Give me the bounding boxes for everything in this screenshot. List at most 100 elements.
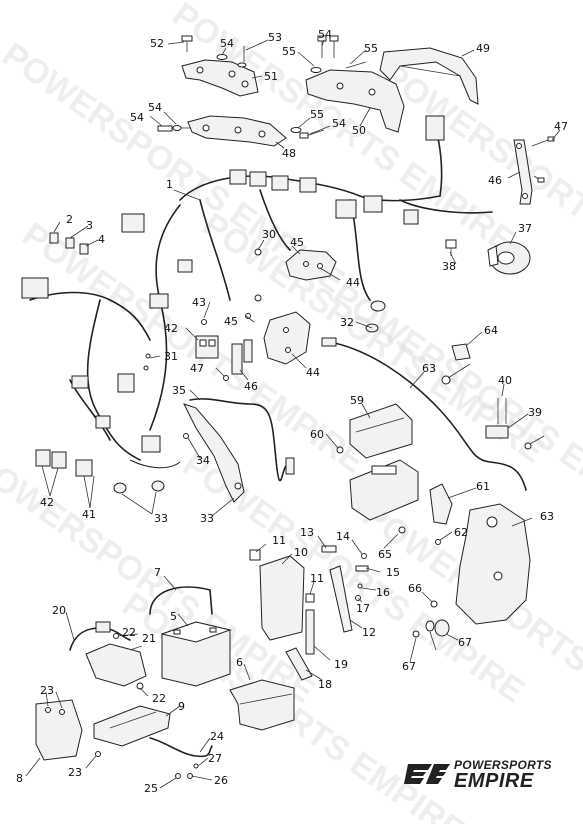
callout-1: 1: [166, 178, 173, 191]
callout-17: 17: [356, 602, 370, 615]
callout-55: 55: [282, 45, 296, 58]
part-34-horn: [487, 241, 531, 275]
callout-55: 55: [364, 42, 378, 55]
callout-34: 37: [518, 222, 532, 235]
callout-59: 62: [454, 526, 468, 539]
part-60-cover: [455, 503, 531, 625]
part-44-bracket: [223, 339, 253, 381]
callout-65: 67: [458, 636, 472, 649]
callout-55: 55: [310, 108, 324, 121]
callout-47: 45: [290, 236, 304, 249]
callout-54: 54: [130, 111, 144, 124]
callout-labels: 52 54 53 51 54 54 48 55 54 54 55 55 49 5…: [16, 28, 568, 795]
part-31-bracket: [183, 403, 245, 503]
callout-10: 10: [294, 546, 308, 559]
callout-25: 25: [144, 782, 158, 795]
part-6-tray: [229, 679, 295, 731]
callout-6: 6: [236, 656, 243, 669]
callout-43: 45: [224, 315, 238, 328]
part-8-bracket: [35, 699, 101, 761]
callout-60: 63: [540, 510, 554, 523]
callout-8: 8: [16, 772, 23, 785]
callout-23: 23: [68, 766, 82, 779]
callout-45: 47: [190, 362, 204, 375]
callout-58: 61: [476, 480, 490, 493]
part-10-holder: [249, 549, 315, 641]
part-39-relay: [35, 449, 67, 469]
callout-64: 67: [402, 660, 416, 673]
part-61-lead: [321, 337, 527, 491]
brand-logo: POWERSPORTS EMPIRE: [404, 756, 564, 792]
callout-11: 11: [272, 534, 286, 547]
callout-26: 26: [214, 774, 228, 787]
callout-5: 5: [170, 610, 177, 623]
callout-48: 46: [488, 174, 502, 187]
callout-54: 53: [268, 31, 282, 44]
part-7-strap: [149, 586, 213, 615]
callout-12: 12: [362, 626, 376, 639]
part-50-bracket: [157, 115, 325, 147]
callout-44: 46: [244, 380, 258, 393]
callout-16: 16: [376, 586, 390, 599]
callout-51: 49: [476, 42, 490, 55]
part-28-screw: [245, 248, 262, 319]
parts-layer: [21, 35, 555, 779]
callout-15: 15: [386, 566, 400, 579]
part-36-sensor: [485, 398, 532, 450]
callout-56: 59: [350, 394, 364, 407]
callout-28: 30: [262, 228, 276, 241]
part-42-bracket: [263, 311, 311, 365]
callout-2: 2: [66, 213, 73, 226]
part-40-relay: [143, 319, 219, 371]
callout-46: 44: [346, 276, 360, 289]
part-58-bracket: [398, 483, 453, 545]
callout-9: 9: [178, 700, 185, 713]
callout-14: 14: [336, 530, 350, 543]
part-51-cover: [379, 47, 479, 105]
callout-54: 54: [318, 28, 332, 41]
callout-63: 66: [408, 582, 422, 595]
callout-54: 52: [150, 37, 164, 50]
callout-53: 51: [264, 70, 278, 83]
callout-50: 48: [282, 147, 296, 160]
brand-logo-line1: POWERSPORTS: [454, 758, 552, 772]
callout-61: 63: [422, 362, 436, 375]
callout-38: 41: [82, 508, 96, 521]
part-64-65-66-fasteners: [412, 600, 450, 638]
callout-55: 54: [148, 101, 162, 114]
callout-22: 22: [152, 692, 166, 705]
callout-22: 22: [122, 626, 136, 639]
part-53-bracket: [181, 35, 259, 97]
callout-30: 32: [340, 316, 354, 329]
callout-23: 23: [40, 684, 54, 697]
callout-27: 27: [208, 752, 222, 765]
part-48-bracket: [513, 136, 555, 205]
callout-33: 35: [172, 384, 186, 397]
callout-37: 40: [498, 374, 512, 387]
callout-42: 44: [306, 366, 320, 379]
part-5-battery: [160, 621, 232, 687]
callout-35: 38: [442, 260, 456, 273]
callout-3: 3: [86, 219, 93, 232]
brand-logo-line2: EMPIRE: [454, 770, 534, 792]
callout-31: 33: [200, 512, 214, 525]
callout-32: 34: [196, 454, 210, 467]
part-52-bracket: [305, 35, 405, 133]
part-ecu: [349, 459, 419, 521]
part-1-main-harness: [21, 115, 493, 469]
callout-52: 50: [352, 124, 366, 137]
callout-20: 20: [52, 604, 66, 617]
part-33-cable: [189, 398, 295, 482]
callout-29: 31: [164, 350, 178, 363]
callout-41: 43: [192, 296, 206, 309]
part-24-cable: [149, 737, 213, 779]
callout-36: 39: [528, 406, 542, 419]
part-9-tray: [93, 705, 171, 747]
part-56-module: [336, 403, 413, 459]
callout-30: 33: [154, 512, 168, 525]
callout-39: 42: [40, 496, 54, 509]
part-38-relay: [75, 459, 93, 477]
callout-49: 47: [554, 120, 568, 133]
callout-62: 64: [484, 324, 498, 337]
